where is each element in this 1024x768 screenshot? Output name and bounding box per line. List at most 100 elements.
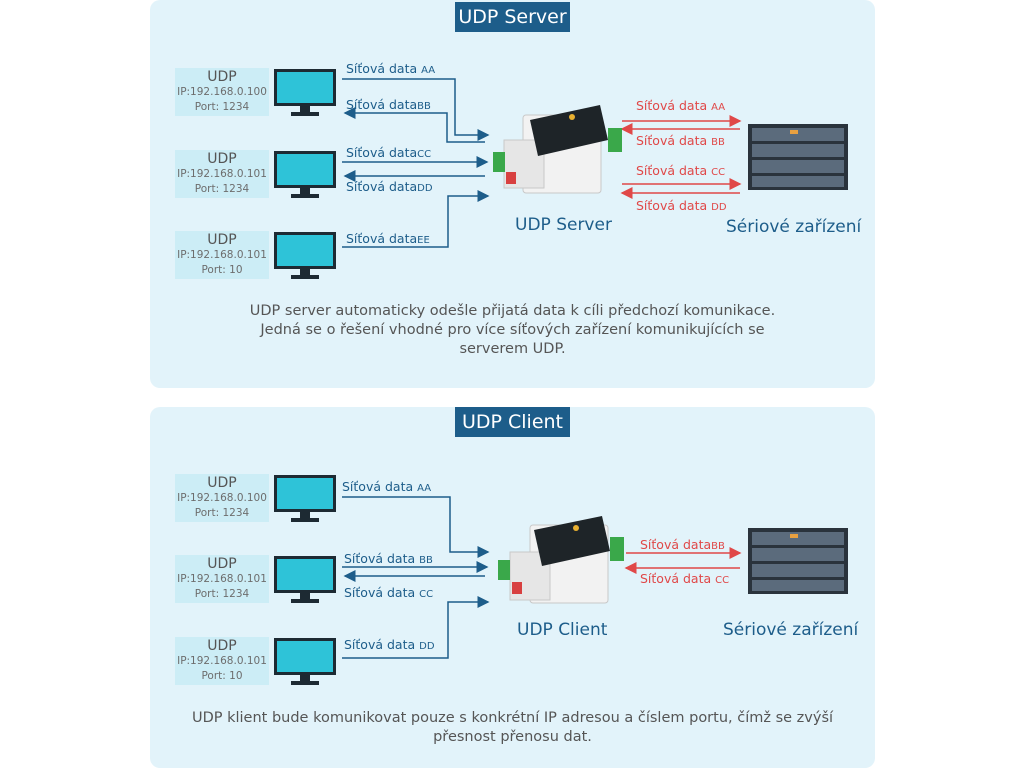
flow-label-suffix: EE — [417, 235, 430, 246]
arrow-aa-in — [342, 496, 490, 558]
description-line: přesnost přenosu dat. — [433, 729, 592, 745]
flow-label-suffix: CC — [419, 589, 434, 600]
flow-label-text: Síťová data — [346, 97, 418, 112]
serial-flow-label-aa: Síťová data AA — [636, 99, 725, 115]
flow-label-text: Síťová data — [342, 479, 414, 494]
flow-label-text: Síťová data — [636, 133, 708, 148]
flow-label-suffix: BB — [711, 541, 725, 552]
flow-label-suffix: AA — [421, 65, 436, 76]
host-protocol: UDP — [207, 69, 237, 85]
monitor-icon — [274, 232, 336, 279]
serial-flow-label-cc: Síťová data CC — [636, 164, 725, 180]
flow-label-text: Síťová data — [636, 198, 708, 213]
net-flow-label-aa: Síťová data AA — [342, 480, 431, 496]
flow-label-suffix: AA — [711, 102, 726, 113]
net-flow-label-dd: Síťová dataDD — [346, 180, 433, 196]
net-flow-label-aa: Síťová data AA — [346, 62, 435, 78]
description-line: serverem UDP. — [459, 341, 566, 357]
net-flow-label-dd: Síťová data DD — [344, 638, 435, 654]
net-flow-label-bb: Síťová dataBB — [346, 98, 431, 114]
host-port: Port: 1234 — [194, 101, 250, 113]
description-line: Jedná se o řešení vhodné pro více síťový… — [260, 322, 765, 338]
client-arrows — [342, 496, 848, 659]
serial-flow-label-dd: Síťová data DD — [636, 199, 727, 215]
flow-label-suffix: DD — [711, 202, 727, 213]
serial-server-device-icon — [498, 516, 624, 604]
host-ip: IP:192.168.0.100 — [177, 492, 267, 504]
arrow-dd-in — [342, 596, 490, 659]
serial-flow-label-cc: Síťová data CC — [640, 572, 729, 588]
host-ip: IP:192.168.0.101 — [177, 249, 267, 261]
host-label-3: UDP IP:192.168.0.101 Port: 10 — [175, 637, 269, 685]
flow-label-text: Síťová data — [344, 551, 416, 566]
monitor-icon — [274, 475, 336, 522]
flow-label-text: Síťová data — [636, 98, 708, 113]
udp-server-panel: UDP Server UDP IP:192.168.0.100 Port: 12… — [150, 0, 875, 388]
host-port: Port: 1234 — [194, 588, 250, 600]
server-description: UDP server automaticky odešle přijatá da… — [150, 302, 875, 359]
serial-server-device-icon — [493, 105, 622, 194]
net-flow-label-ee: Síťová dataEE — [346, 232, 430, 248]
flow-label-suffix: DD — [417, 183, 433, 194]
flow-label-text: Síťová data — [346, 231, 418, 246]
udp-client-title: UDP Client — [455, 407, 570, 437]
description-line: UDP server automaticky odešle přijatá da… — [249, 303, 776, 319]
host-protocol: UDP — [207, 638, 237, 654]
device-caption: UDP Client — [517, 620, 608, 640]
arrow-bb-out — [343, 107, 485, 143]
udp-client-panel: UDP Client UDP IP:192.168.0.100 Port: 12… — [150, 407, 875, 768]
monitor-icon — [274, 151, 336, 198]
monitor-icon — [274, 556, 336, 603]
flow-label-text: Síťová data — [636, 163, 708, 178]
flow-label-text: Síťová data — [344, 637, 416, 652]
host-port: Port: 10 — [201, 670, 243, 682]
flow-label-text: Síťová data — [640, 537, 712, 552]
host-ip: IP:192.168.0.101 — [177, 168, 267, 180]
monitor-icon — [274, 638, 336, 685]
host-label-3: UDP IP:192.168.0.101 Port: 10 — [175, 231, 269, 279]
flow-label-suffix: DD — [419, 641, 435, 652]
host-protocol: UDP — [207, 556, 237, 572]
rack-server-icon — [748, 528, 848, 594]
net-flow-label-cc: Síťová data CC — [344, 586, 433, 602]
host-protocol: UDP — [207, 475, 237, 491]
serial-flow-label-bb: Síťová dataBB — [640, 538, 725, 554]
flow-label-suffix: CC — [711, 167, 726, 178]
flow-label-suffix: BB — [711, 137, 725, 148]
arrow-ee-in — [342, 190, 490, 248]
flow-label-suffix: CC — [417, 149, 432, 160]
flow-label-suffix: BB — [417, 101, 431, 112]
udp-server-title: UDP Server — [455, 2, 570, 32]
description-line: UDP klient bude komunikovat pouze s konk… — [191, 710, 834, 726]
serial-device-caption: Sériové zařízení — [723, 620, 859, 640]
flow-label-suffix: AA — [417, 483, 432, 494]
device-caption: UDP Server — [515, 215, 612, 235]
rack-server-icon — [748, 124, 848, 190]
flow-label-text: Síťová data — [346, 145, 418, 160]
flow-label-suffix: CC — [715, 575, 730, 586]
host-label-1: UDP IP:192.168.0.100 Port: 1234 — [175, 474, 269, 522]
serial-device-caption: Sériové zařízení — [726, 217, 862, 237]
host-ip: IP:192.168.0.101 — [177, 573, 267, 585]
host-port: Port: 10 — [201, 264, 243, 276]
host-ip: IP:192.168.0.101 — [177, 655, 267, 667]
net-flow-label-cc: Síťová dataCC — [346, 146, 431, 162]
host-label-2: UDP IP:192.168.0.101 Port: 1234 — [175, 555, 269, 603]
host-label-1: UDP IP:192.168.0.100 Port: 1234 — [175, 68, 269, 116]
flow-label-text: Síťová data — [346, 179, 418, 194]
net-flow-label-bb: Síťová data BB — [344, 552, 433, 568]
host-port: Port: 1234 — [194, 183, 250, 195]
server-arrows — [342, 78, 848, 248]
flow-label-text: Síťová data — [640, 571, 712, 586]
monitor-icon — [274, 69, 336, 116]
client-description: UDP klient bude komunikovat pouze s konk… — [150, 709, 875, 747]
flow-label-text: Síťová data — [346, 61, 418, 76]
host-port: Port: 1234 — [194, 507, 250, 519]
flow-label-suffix: BB — [419, 555, 433, 566]
flow-label-text: Síťová data — [344, 585, 416, 600]
serial-flow-label-bb: Síťová data BB — [636, 134, 725, 150]
host-protocol: UDP — [207, 151, 237, 167]
arrow-aa-in — [342, 78, 490, 141]
host-ip: IP:192.168.0.100 — [177, 86, 267, 98]
host-label-2: UDP IP:192.168.0.101 Port: 1234 — [175, 150, 269, 198]
